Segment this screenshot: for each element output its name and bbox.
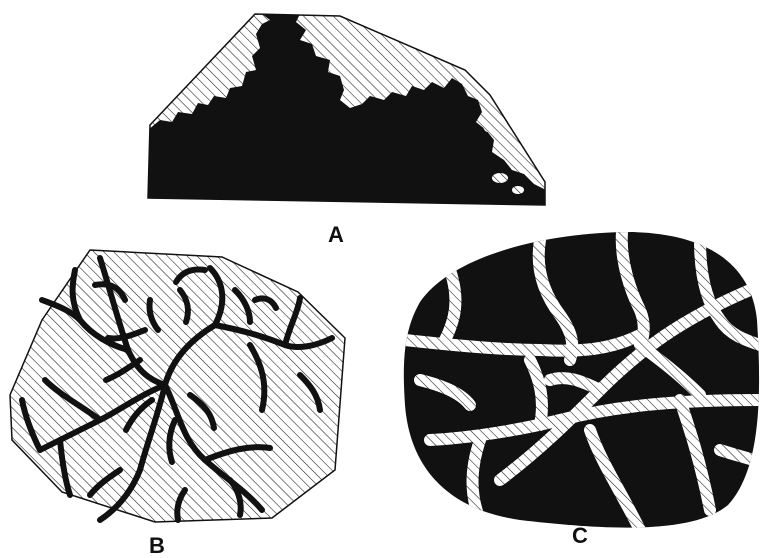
panel-c: C [404, 232, 760, 548]
panel-a: A [148, 14, 546, 247]
panel-b: B [10, 250, 345, 558]
panel-b-label: B [149, 533, 165, 558]
panel-c-label: C [572, 523, 588, 548]
panel-a-label: A [328, 222, 344, 247]
